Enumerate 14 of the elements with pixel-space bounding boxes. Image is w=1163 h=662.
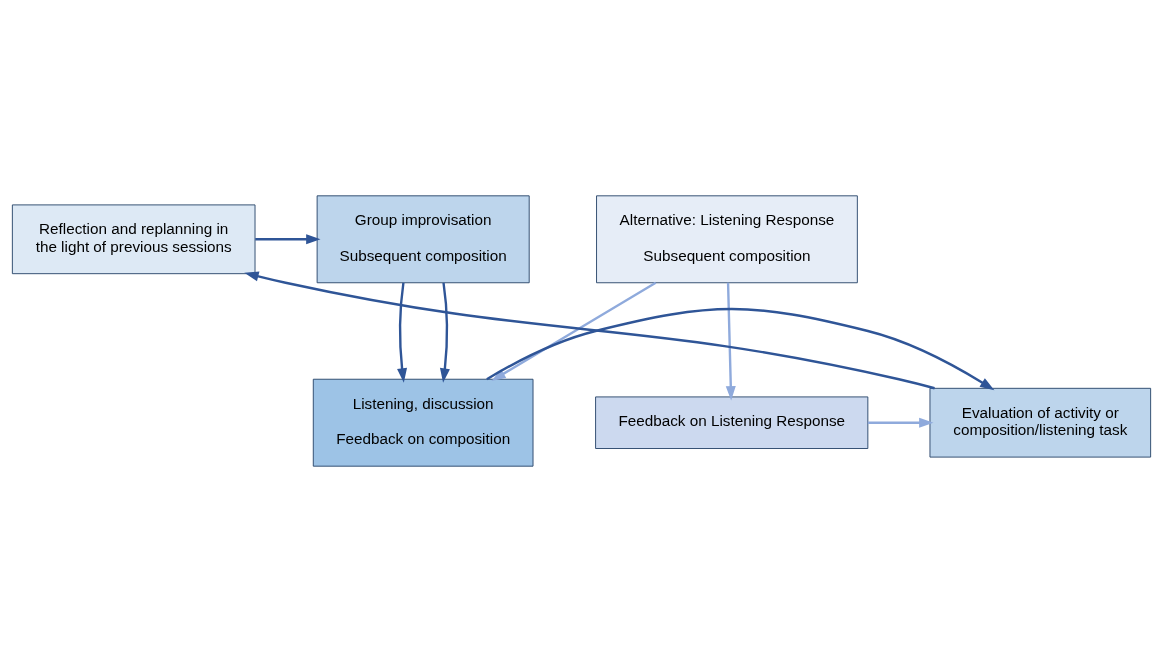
node-box: Alternative: Listening Response Subsequent composition [596,195,858,284]
arrow [725,282,736,401]
node-box: Group improvisation Subsequent composition [316,195,530,284]
arrow [244,271,935,390]
node-box: Feedback on Listening Response [595,396,869,449]
arrow [867,417,934,428]
node-box: Evaluation of activity or composition/listening task [929,387,1152,458]
arrow [491,281,657,381]
node-box: Listening, discussion Feedback on composition [312,378,534,467]
arrow [486,307,995,391]
node-box: Reflection and replanning in the light of previous sessions [11,204,256,275]
arrow [439,282,450,383]
arrow [255,234,321,245]
arrow [397,282,408,383]
